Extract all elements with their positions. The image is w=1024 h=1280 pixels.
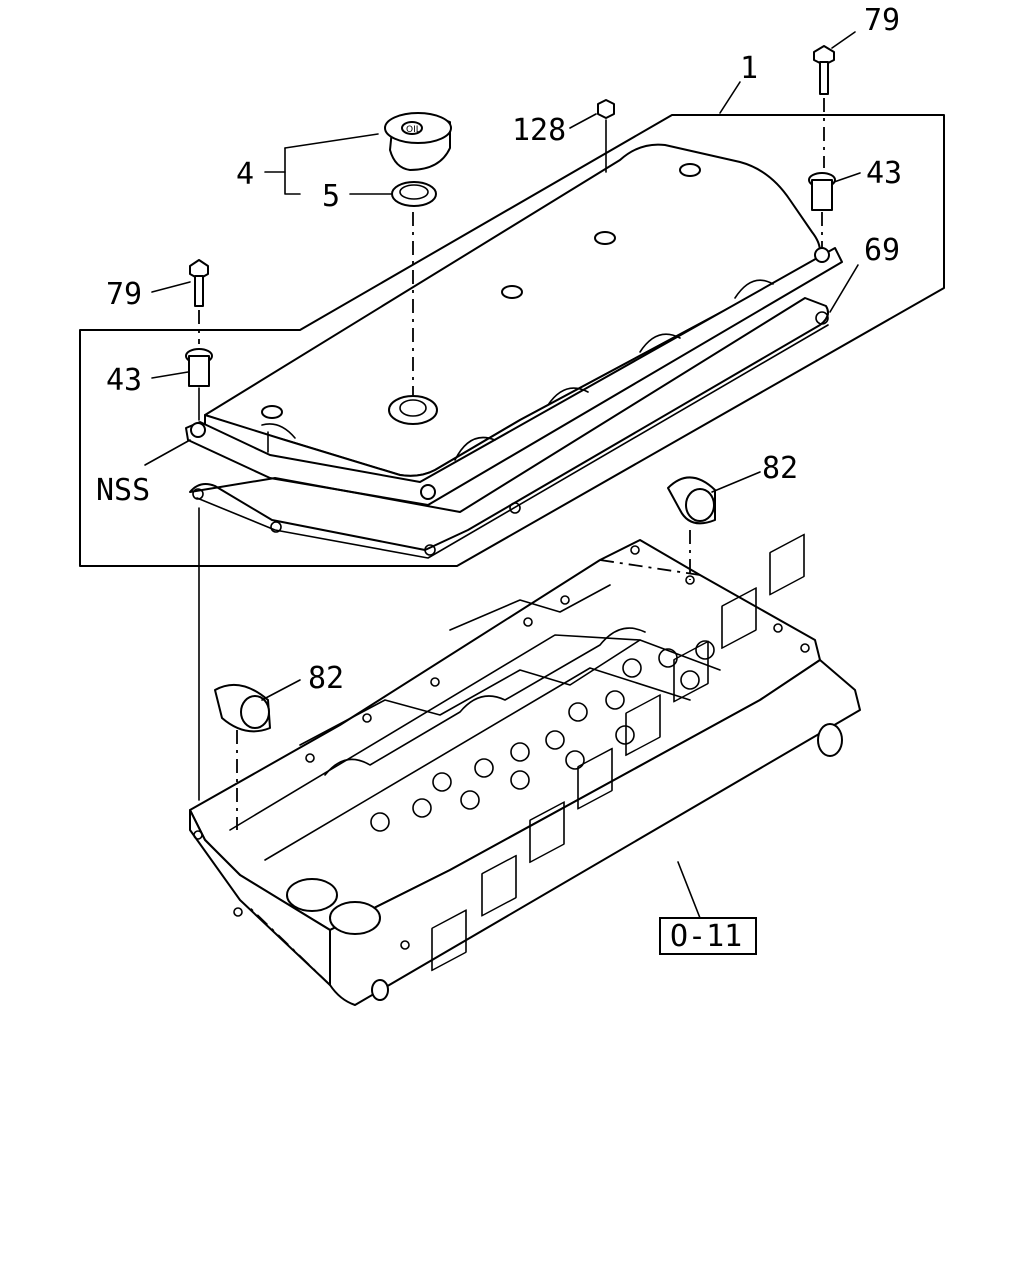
callout-5: 5 — [322, 179, 340, 214]
reference-box[interactable]: O-11 — [659, 917, 757, 955]
cam-plug-82-right — [667, 476, 716, 525]
bolt-79-top — [813, 45, 835, 95]
collar-43-top — [808, 172, 836, 211]
cylinder-head-cover — [185, 143, 843, 506]
cylinder-head — [189, 533, 861, 1006]
callout-79-top: 79 — [864, 3, 900, 38]
callout-82-right: 82 — [762, 451, 798, 486]
callout-4: 4 — [236, 157, 254, 192]
oil-filler-neck — [388, 395, 438, 425]
callout-43-top: 43 — [866, 156, 902, 191]
callout-79-left: 79 — [106, 277, 142, 312]
callout-43-left: 43 — [106, 363, 142, 398]
callout-1: 1 — [740, 51, 758, 86]
collar-43-left — [185, 348, 213, 387]
oil-cap-seal-ring — [391, 181, 437, 207]
oil-filler-cap: OIL — [384, 112, 452, 171]
callout-128: 128 — [512, 113, 566, 148]
nut-128 — [597, 99, 615, 119]
cover-gasket — [189, 297, 829, 551]
cover-assembly-bracket — [79, 114, 945, 567]
cap-marking-text: OIL — [406, 125, 421, 135]
cam-plug-82-left — [214, 683, 271, 733]
callout-nss: NSS — [96, 473, 150, 508]
callout-69: 69 — [864, 233, 900, 268]
leader-lines — [144, 31, 861, 919]
reference-label: O-11 — [670, 919, 742, 954]
callout-82-left: 82 — [308, 661, 344, 696]
bolt-79-left — [189, 259, 209, 307]
